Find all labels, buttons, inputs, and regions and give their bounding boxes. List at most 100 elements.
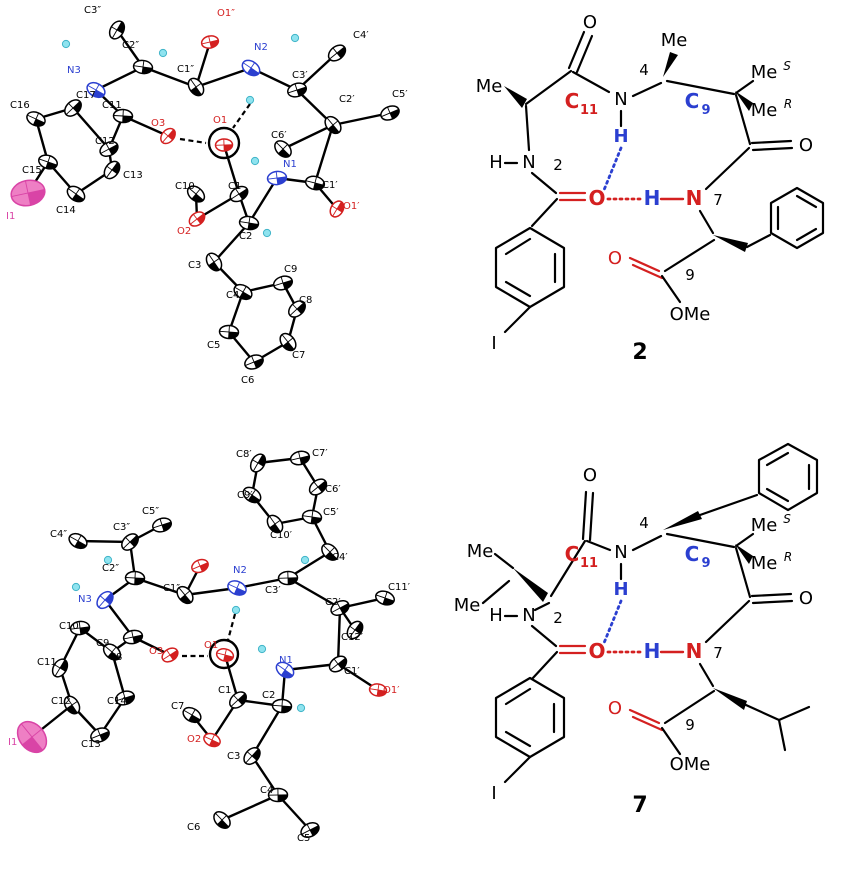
scheme-label-me-val-2: Me (454, 595, 481, 616)
wedge-bond (735, 544, 753, 564)
atom-label-C5: C5 (207, 340, 220, 351)
atom-C8′ (249, 453, 267, 473)
atom-label-O2: O2 (177, 226, 191, 237)
hydrogen-bond-dashed (232, 103, 251, 129)
atom-C1 (229, 691, 247, 709)
scheme-label-c9-ring-sub: 9 (701, 556, 710, 571)
hydrogen-bond-dashed (179, 137, 207, 145)
atom-C16 (26, 111, 46, 127)
atom-label-O1: O1 (204, 640, 218, 651)
atom-label-O1: O1 (213, 115, 227, 126)
atom-label-C1″: C1″ (177, 64, 194, 75)
atom-O3 (161, 647, 179, 663)
scheme-label-iodine: I (491, 783, 496, 804)
atom-C4 (233, 283, 253, 301)
atom-C12 (99, 140, 119, 158)
compound-7-number: 7 (632, 793, 648, 818)
scheme-label-n4-h: H (613, 579, 628, 600)
scheme-label-o-amide-right: O (799, 135, 813, 156)
atom-label-C13: C13 (123, 170, 143, 181)
atom-C17 (64, 99, 82, 117)
atom-label-C2′: C2′ (325, 597, 341, 608)
scheme-label-n2-number: 2 (553, 156, 563, 174)
atom-C7 (279, 332, 297, 352)
atom-label-C4″: C4″ (50, 529, 67, 540)
hydrogen-atom (103, 555, 113, 565)
atom-C1″ (176, 585, 194, 605)
scheme-label-n7-number: 7 (713, 191, 723, 209)
atom-O1′ (368, 683, 388, 697)
atom-N3 (86, 81, 106, 99)
atom-label-C4′: C4′ (332, 552, 348, 563)
atom-C2 (271, 698, 293, 714)
scheme-label-me-r-sup: R (784, 550, 792, 564)
compound-2-number: 2 (632, 340, 648, 365)
atom-label-C2″: C2″ (122, 40, 139, 51)
atom-label-N2: N2 (233, 565, 247, 576)
atom-label-C9: C9 (96, 638, 109, 649)
scheme-label-me-s-sup: S (783, 512, 791, 526)
scheme-label-amide-n: N (522, 152, 535, 173)
scheme-label-o-benzamide: O (588, 639, 605, 663)
wedge-bond (513, 568, 548, 602)
atom-O1 (214, 138, 234, 152)
atom-label-C6′: C6′ (325, 484, 341, 495)
atom-label-N2: N2 (254, 42, 268, 53)
atom-label-C12: C12 (51, 696, 71, 707)
atom-label-C2: C2 (239, 231, 252, 242)
scheme-label-h-n7: H (644, 186, 661, 210)
atom-C11 (51, 658, 69, 678)
scheme-label-me-val-1: Me (467, 541, 494, 562)
scheme-label-n7: N (686, 186, 703, 210)
atom-label-C2: C2 (262, 690, 275, 701)
atom-label-C3: C3 (188, 260, 201, 271)
atom-C2″ (124, 570, 146, 586)
scheme-label-n4-h: H (613, 126, 628, 147)
highlight-circle (207, 126, 241, 160)
atom-label-C11: C11 (37, 657, 57, 668)
atom-C2′ (324, 115, 342, 135)
atom-label-C10: C10 (59, 621, 79, 632)
scheme-label-c9-ring: C (685, 542, 700, 566)
atom-C4″ (68, 532, 88, 550)
atom-C13 (90, 727, 110, 743)
atom-N1 (266, 170, 288, 186)
atom-label-O1″: O1″ (217, 8, 235, 19)
hydrogen-atom (61, 39, 71, 49)
scheme-label-ester-c-number: 9 (685, 716, 695, 734)
atom-I1 (10, 179, 46, 207)
atom-C13 (103, 160, 121, 180)
scheme-2-skeleton (494, 30, 825, 334)
scheme-label-me-ala: Me (476, 76, 503, 97)
scheme-label-o-ester: O (608, 698, 622, 719)
atom-O2 (203, 732, 221, 748)
atom-label-O3: O3 (149, 646, 163, 657)
atom-label-C6′: C6′ (271, 130, 287, 141)
scheme-label-amide-n: N (522, 605, 535, 626)
hydrogen-atom (257, 644, 267, 654)
atom-C11′ (375, 590, 395, 606)
scheme-label-me-c4: Me (661, 30, 688, 51)
atom-label-C11′: C11′ (388, 582, 411, 593)
atom-label-C4: C4 (260, 785, 273, 796)
atom-label-N3: N3 (67, 65, 81, 76)
atom-N3 (96, 590, 114, 610)
atom-label-O2: O2 (187, 734, 201, 745)
scheme-label-n4: N (614, 542, 627, 563)
scheme-label-o-amide-top: O (583, 12, 597, 33)
atom-label-C7′: C7′ (312, 448, 328, 459)
atom-label-C12: C12 (95, 136, 115, 147)
highlight-circle (208, 638, 240, 670)
scheme-label-me-s: Me (751, 515, 778, 536)
atom-N2 (241, 59, 261, 77)
scheme-label-amide-h: H (489, 605, 503, 626)
atom-label-C3″: C3″ (113, 522, 130, 533)
atom-I1 (16, 720, 48, 754)
wedge-bond (713, 235, 748, 252)
atom-label-C9′: C9′ (237, 490, 253, 501)
atom-label-C9: C9 (284, 264, 297, 275)
atom-N1 (275, 661, 295, 679)
